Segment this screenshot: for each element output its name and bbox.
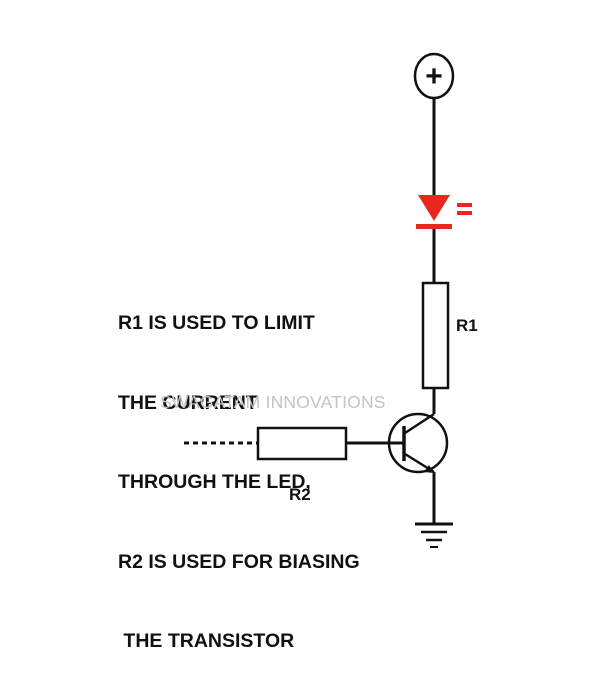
- explanation-line-1: R1 IS USED TO LIMIT: [118, 312, 315, 334]
- watermark-text: SWAGATAM INNOVATIONS: [160, 392, 386, 412]
- explanation-line-5: THE TRANSISTOR: [118, 630, 295, 652]
- explanation-line-2: THE CURRENT: [118, 391, 258, 414]
- explanation-text: R1 IS USED TO LIMIT THE CURRENT THROUGH …: [118, 257, 360, 681]
- resistor-r2: [256, 426, 348, 461]
- explanation-line-3: THROUGH THE LED,: [118, 471, 311, 493]
- ground-icon: [415, 522, 453, 548]
- explanation-line-4: R2 IS USED FOR BIASING: [118, 550, 360, 573]
- circuit-diagram: +: [184, 52, 472, 548]
- plus-symbol: +: [425, 60, 443, 93]
- r2-label: R2: [289, 485, 311, 504]
- led-icon: [416, 195, 472, 229]
- resistor-r1: [421, 281, 450, 390]
- positive-terminal-icon: +: [413, 52, 455, 100]
- r1-label: R1: [456, 316, 478, 335]
- npn-transistor-icon: [387, 408, 449, 474]
